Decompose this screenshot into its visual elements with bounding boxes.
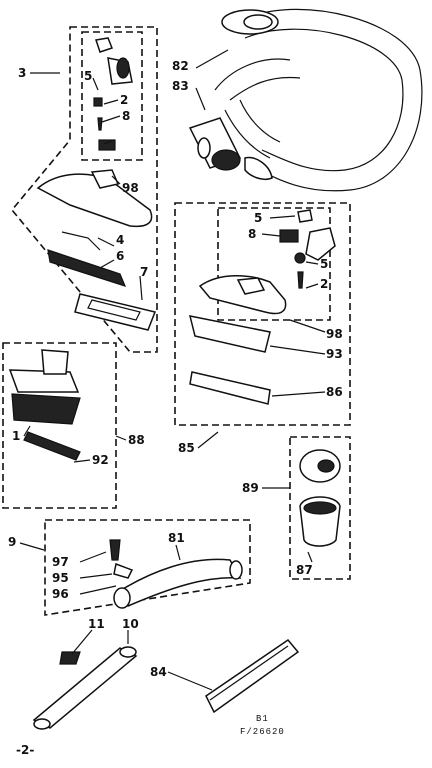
label-5: 5 bbox=[84, 69, 92, 83]
label-2-group-85: 2 bbox=[320, 277, 328, 291]
wand-elbow-drawing bbox=[109, 539, 243, 609]
label-82: 82 bbox=[172, 59, 189, 73]
page-number: -2- bbox=[16, 743, 34, 757]
label-10: 10 bbox=[122, 617, 139, 631]
label-83: 83 bbox=[172, 79, 189, 93]
label-5-group-85: 5 bbox=[254, 211, 262, 225]
label-85: 85 bbox=[178, 441, 195, 455]
label-88: 88 bbox=[128, 433, 145, 447]
label-93: 93 bbox=[326, 347, 343, 361]
label-81: 81 bbox=[168, 531, 185, 545]
label-98: 98 bbox=[122, 181, 139, 195]
upholstery-parts-drawing bbox=[93, 37, 133, 151]
floor-brush-drawing bbox=[36, 169, 157, 331]
round-brush-drawing bbox=[299, 449, 341, 547]
group-85-parts-drawing bbox=[188, 209, 336, 405]
label-9: 9 bbox=[8, 535, 16, 549]
label-84: 84 bbox=[150, 665, 167, 679]
label-4: 4 bbox=[116, 233, 124, 247]
crevice-tool-drawing bbox=[205, 638, 300, 714]
callout-labels: 3 5 2 8 98 4 6 7 82 83 5 8 5 2 98 93 86 … bbox=[8, 59, 343, 679]
label-6: 6 bbox=[116, 249, 124, 263]
label-8: 8 bbox=[122, 109, 130, 123]
group-9-outline bbox=[44, 519, 251, 616]
label-95: 95 bbox=[52, 571, 69, 585]
label-11: 11 bbox=[88, 617, 105, 631]
leader-lines bbox=[19, 49, 326, 691]
label-98-group-85: 98 bbox=[326, 327, 343, 341]
group-3-inner-outline bbox=[81, 31, 143, 161]
dusting-brush-drawing bbox=[8, 349, 81, 461]
label-96: 96 bbox=[52, 587, 69, 601]
label-89: 89 bbox=[242, 481, 259, 495]
group-89-outline bbox=[289, 436, 351, 580]
hose-drawing bbox=[188, 8, 423, 192]
label-5-group-85-lower: 5 bbox=[320, 257, 328, 271]
wand-drawing bbox=[32, 646, 138, 730]
label-1: 1 bbox=[12, 429, 20, 443]
label-86: 86 bbox=[326, 385, 343, 399]
label-87: 87 bbox=[296, 563, 313, 577]
group-85-outline bbox=[174, 202, 351, 426]
label-7: 7 bbox=[140, 265, 148, 279]
label-3: 3 bbox=[18, 66, 26, 80]
label-92: 92 bbox=[92, 453, 109, 467]
group-85-inner-outline bbox=[217, 207, 331, 321]
label-2: 2 bbox=[120, 93, 128, 107]
diagram-caption-line2: F/26620 bbox=[240, 727, 285, 737]
group-88-outline bbox=[2, 342, 117, 509]
label-97: 97 bbox=[52, 555, 69, 569]
diagram-caption-line1: B1 bbox=[256, 714, 269, 724]
label-8-group-85: 8 bbox=[248, 227, 256, 241]
